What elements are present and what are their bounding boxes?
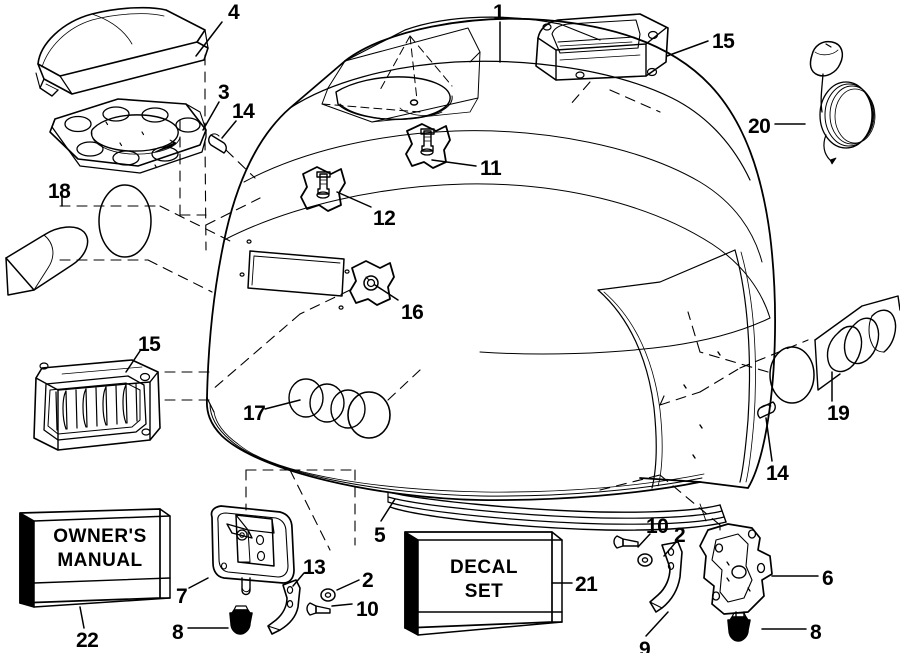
callout-number-14: 14 bbox=[232, 100, 255, 123]
callout-number-18: 18 bbox=[48, 180, 71, 203]
part-14-pin-right bbox=[757, 401, 776, 419]
callout-leader-lines bbox=[61, 21, 833, 637]
callout-number-11: 11 bbox=[480, 157, 502, 180]
decal-set-label: DECAL SET bbox=[450, 557, 518, 602]
callout-number-8: 8 bbox=[172, 621, 184, 644]
part-9-bracket-arm bbox=[649, 541, 683, 613]
part-5-seal-strip bbox=[387, 491, 727, 531]
part-3-sound-pad bbox=[49, 98, 207, 174]
part-17-round-decals bbox=[288, 378, 391, 439]
part-8-knob-left bbox=[229, 605, 253, 635]
part-15-vent-left bbox=[33, 359, 161, 451]
callout-number-10: 10 bbox=[646, 515, 669, 538]
callout-number-21: 21 bbox=[575, 573, 598, 596]
part-18-emblem bbox=[5, 184, 152, 296]
callout-number-15: 15 bbox=[712, 30, 735, 53]
part-2-washer-left bbox=[320, 588, 336, 602]
callout-number-6: 6 bbox=[822, 567, 834, 590]
part-1-main-cowl bbox=[205, 16, 776, 501]
part-2-washer-right bbox=[637, 553, 653, 567]
callout-number-2: 2 bbox=[362, 569, 374, 592]
part-19-oval-decals bbox=[769, 295, 900, 404]
callout-number-20: 20 bbox=[748, 115, 771, 138]
callout-number-2: 2 bbox=[674, 524, 686, 547]
callout-number-13: 13 bbox=[303, 556, 326, 579]
part-22-owners-manual bbox=[19, 508, 171, 608]
part-6-latch-plate bbox=[699, 523, 773, 628]
assembly-dashed-lines bbox=[59, 54, 809, 551]
part-7-latch-bracket bbox=[210, 505, 295, 596]
callout-number-19: 19 bbox=[827, 402, 850, 425]
part-13-curved-bracket bbox=[267, 579, 301, 635]
part-15-vent-top bbox=[535, 13, 669, 81]
part-10-screw-right bbox=[613, 535, 639, 549]
part-14-pin-left bbox=[208, 133, 227, 154]
callout-number-15: 15 bbox=[138, 333, 161, 356]
callout-number-22: 22 bbox=[76, 629, 99, 652]
part-20-lanyard bbox=[809, 40, 876, 165]
callout-number-4: 4 bbox=[228, 1, 240, 24]
callout-number-14: 14 bbox=[766, 462, 789, 485]
part-16-grommet bbox=[349, 260, 395, 306]
part-21-decal-set bbox=[404, 531, 563, 636]
callout-number-3: 3 bbox=[218, 81, 230, 104]
callout-number-17: 17 bbox=[243, 402, 266, 425]
callout-number-7: 7 bbox=[176, 585, 188, 608]
callout-number-10: 10 bbox=[356, 598, 379, 621]
owners-manual-label: OWNER'S MANUAL bbox=[53, 526, 147, 571]
part-8-knob-right bbox=[727, 612, 751, 642]
callout-number-16: 16 bbox=[401, 301, 424, 324]
callout-number-1: 1 bbox=[493, 1, 505, 24]
part-4-top-cover bbox=[35, 6, 209, 97]
part-10-screw-left bbox=[306, 602, 331, 616]
callout-number-12: 12 bbox=[373, 207, 396, 230]
part-12-retainer bbox=[300, 166, 346, 212]
callout-number-8: 8 bbox=[810, 621, 822, 644]
callout-number-5: 5 bbox=[374, 524, 386, 547]
callout-number-9: 9 bbox=[639, 638, 651, 653]
